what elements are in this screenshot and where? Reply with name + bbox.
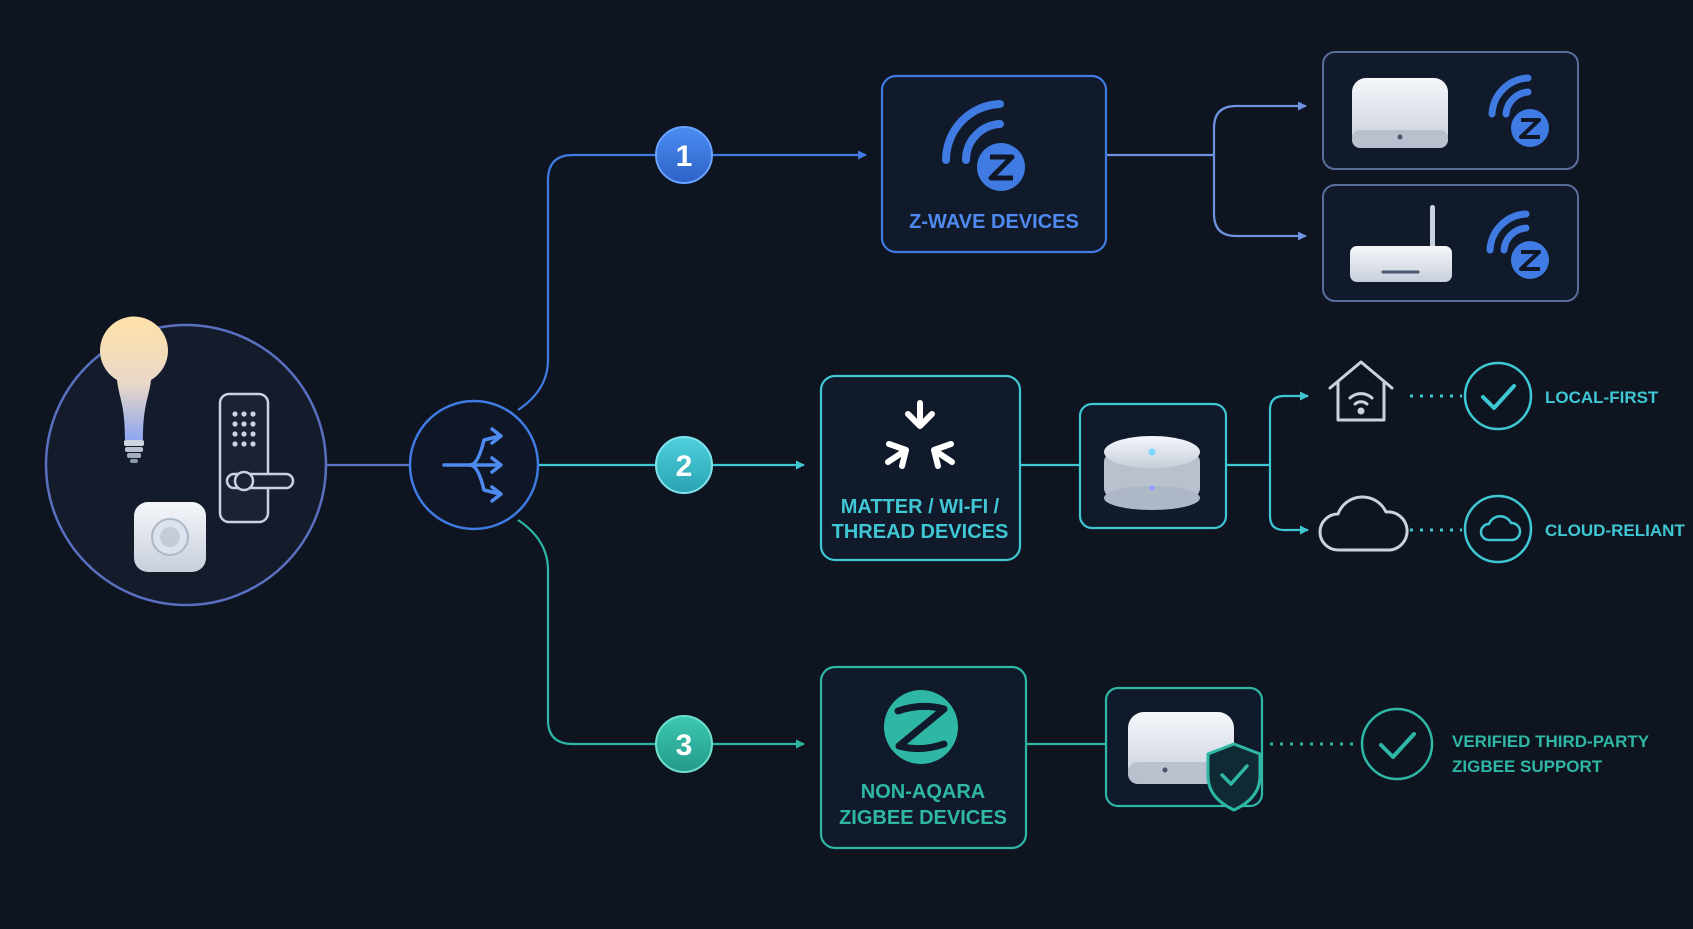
matter-card: MATTER / WI-FI / THREAD DEVICES [819, 374, 1022, 562]
zigbee-icon [884, 690, 958, 764]
verified-zigbee-row: VERIFIED THIRD-PARTY ZIGBEE SUPPORT [1360, 707, 1650, 781]
cloud-reliant-label: CLOUD-RELIANT [1545, 521, 1685, 540]
zwave-output-hub-card [1322, 51, 1579, 170]
z-wave-icon [942, 100, 1025, 191]
hub-square-icon [1352, 78, 1448, 148]
smart-lock-icon [218, 392, 295, 524]
zwave-label: Z-WAVE DEVICES [909, 211, 1079, 233]
branch-1-badge: 1 [655, 126, 713, 184]
splitter [408, 399, 540, 531]
cloud-icon [1318, 495, 1409, 552]
hub-shield-icon [1128, 712, 1262, 812]
branch-3-number: 3 [676, 729, 693, 762]
zwave-fork-lower [1212, 155, 1307, 241]
zigbee-hub-card [1104, 686, 1264, 812]
motion-sensor-icon [134, 502, 206, 572]
branch-3-badge: 3 [655, 715, 713, 773]
router-antenna-icon [1350, 205, 1452, 282]
branch-3-path [517, 519, 655, 746]
source-devices [44, 316, 328, 607]
cloud-circle-icon [1463, 494, 1533, 564]
home-wifi-icon [1328, 360, 1394, 422]
local-first-label: LOCAL-FIRST [1545, 388, 1659, 407]
zwave-card: Z-WAVE DEVICES [880, 74, 1108, 254]
branch-2-badge: 2 [655, 436, 713, 494]
matter-label-line-2: THREAD DEVICES [832, 521, 1009, 543]
check-circle-icon [1360, 707, 1434, 781]
z-wave-icon [1488, 74, 1549, 147]
cloud-reliant-row: CLOUD-RELIANT [1318, 494, 1685, 564]
connectors [327, 101, 1462, 749]
branch-1-path [517, 153, 655, 411]
zwave-output-router-card [1322, 184, 1579, 302]
matter-label-line-1: MATTER / WI-FI / [841, 496, 1000, 518]
branch-2-number: 2 [676, 450, 693, 483]
zwave-fork-upper [1212, 101, 1307, 155]
local-first-row: LOCAL-FIRST [1328, 360, 1659, 431]
round-hub-icon [1104, 436, 1200, 510]
verified-label-line-2: ZIGBEE SUPPORT [1452, 757, 1603, 776]
zigbee-card: NON-AQARA ZIGBEE DEVICES [819, 665, 1028, 850]
zigbee-label-line-1: NON-AQARA [861, 781, 985, 803]
check-circle-icon [1463, 361, 1533, 431]
matter-fork-lower [1268, 465, 1309, 535]
split-arrows-icon [442, 427, 503, 503]
light-bulb-icon [100, 316, 168, 463]
matter-icon [885, 400, 955, 469]
matter-hub-card [1078, 402, 1228, 530]
matter-fork-upper [1268, 391, 1309, 465]
branch-1-number: 1 [676, 140, 693, 173]
verified-label-line-1: VERIFIED THIRD-PARTY [1452, 732, 1650, 751]
z-wave-icon [1486, 210, 1549, 279]
zigbee-label-line-2: ZIGBEE DEVICES [839, 807, 1007, 829]
